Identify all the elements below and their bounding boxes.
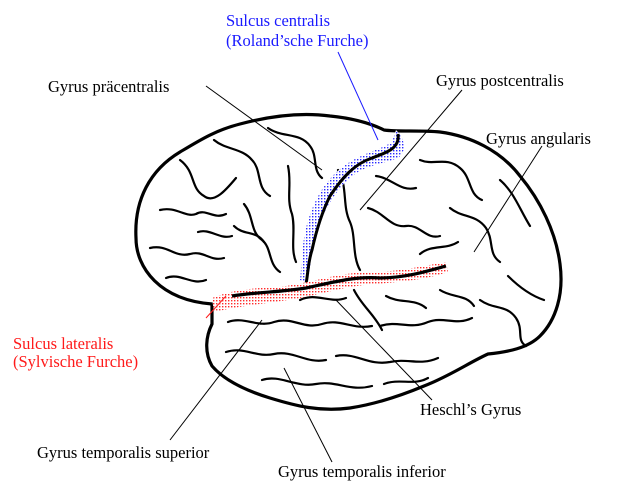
label-sulcus-lateralis-alt: (Sylvische Furche) [13, 352, 138, 371]
label-sulcus-centralis: Sulcus centralis [226, 11, 330, 30]
brain-outline [136, 114, 561, 409]
label-gyrus-temporalis-superior: Gyrus temporalis superior [37, 443, 209, 462]
label-gyrus-praecentralis: Gyrus präcentralis [48, 77, 169, 96]
label-gyrus-angularis: Gyrus angularis [486, 129, 591, 148]
label-heschl-gyrus: Heschl’s Gyrus [420, 400, 521, 419]
label-gyrus-temporalis-inferior: Gyrus temporalis inferior [278, 462, 446, 481]
label-sulcus-lateralis: Sulcus lateralis [13, 334, 113, 353]
label-gyrus-postcentralis: Gyrus postcentralis [436, 71, 564, 90]
label-sulcus-centralis-alt: (Roland’sche Furche) [226, 31, 369, 50]
